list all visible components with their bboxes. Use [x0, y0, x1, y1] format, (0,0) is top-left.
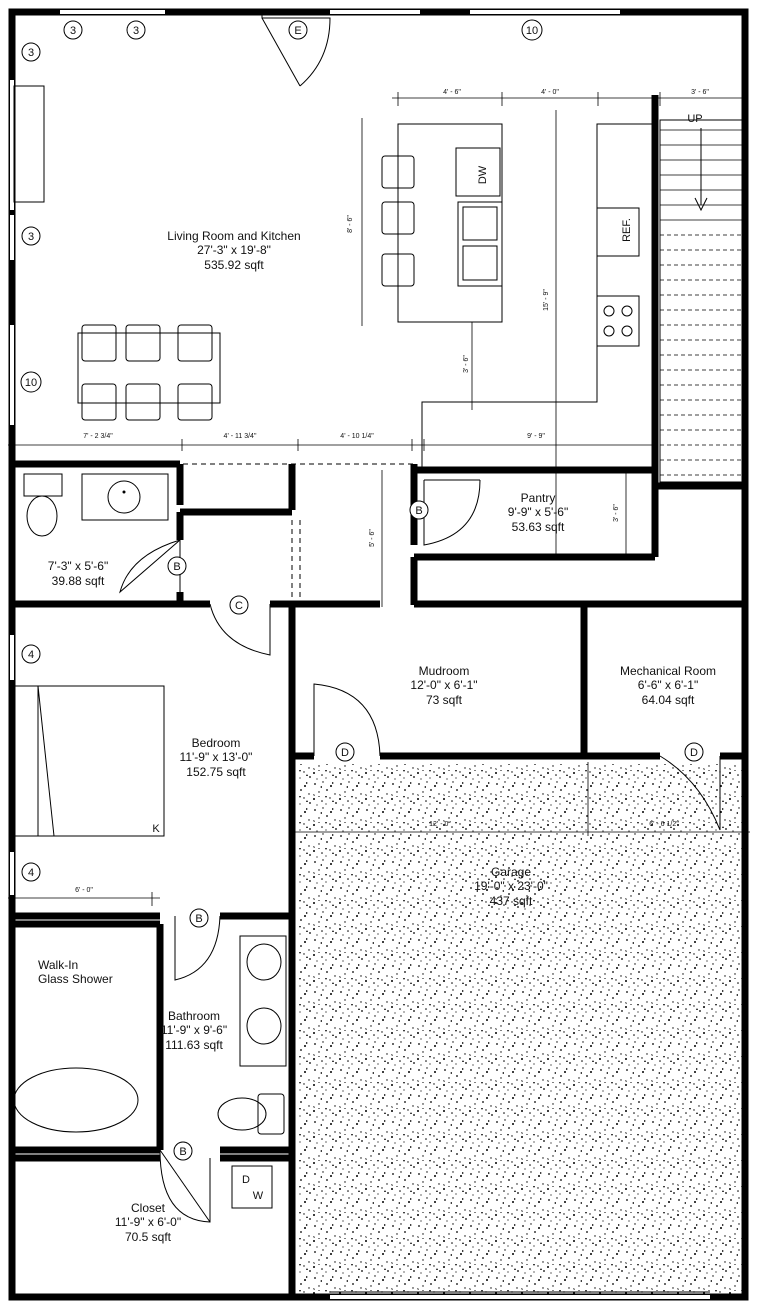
dim-label: 3' - 6"	[463, 355, 470, 373]
tag-marker: 3	[126, 20, 146, 40]
closet-area: 70.5 sqft	[125, 1230, 172, 1244]
living-room-size: 27'-3" x 19'-8"	[197, 243, 271, 257]
room-labels: Living Room and Kitchen 27'-3" x 19'-8" …	[38, 229, 716, 1244]
dim-label: 3' - 6"	[691, 89, 709, 96]
svg-text:C: C	[235, 600, 243, 612]
svg-text:E: E	[294, 25, 301, 37]
svg-text:3: 3	[28, 231, 34, 243]
mechanical-room-area: 64.04 sqft	[642, 693, 695, 707]
tag-marker: 10	[521, 19, 543, 41]
bed: K	[13, 685, 165, 837]
dim-label: 3' - 6"	[613, 504, 620, 522]
shower-label-line1: Walk-In	[38, 958, 78, 972]
tag-marker: D	[335, 742, 355, 762]
garage-name: Garage	[491, 865, 531, 879]
svg-text:D: D	[341, 747, 349, 759]
closet-name: Closet	[131, 1201, 166, 1215]
closet-size: 11'-9" x 6'-0"	[115, 1215, 181, 1229]
svg-text:3: 3	[28, 47, 34, 59]
svg-text:B: B	[195, 913, 202, 925]
svg-text:3: 3	[133, 25, 139, 37]
bathroom-name: Bathroom	[168, 1009, 220, 1023]
dashed-openings	[12, 463, 414, 600]
tag-marker: B	[173, 1141, 193, 1161]
tag-marker: 10	[20, 371, 42, 393]
svg-text:B: B	[415, 505, 422, 517]
tag-marker: D	[684, 742, 704, 762]
tag-marker: B	[189, 908, 209, 928]
half-bath-size: 7'-3" x 5'-6"	[48, 559, 108, 573]
living-room-area: 535.92 sqft	[204, 258, 264, 272]
svg-text:10: 10	[526, 25, 538, 37]
bed-size-label: K	[152, 823, 160, 835]
dim-label: 4' - 10 1/4"	[340, 433, 374, 440]
mechanical-room-name: Mechanical Room	[620, 664, 716, 678]
svg-text:D: D	[690, 747, 698, 759]
mudroom-size: 12'-0" x 6'-1"	[410, 678, 477, 692]
dim-label: 15' - 9"	[543, 289, 550, 311]
svg-text:4: 4	[28, 867, 34, 879]
dimension-lines	[8, 92, 750, 906]
dishwasher-label: DW	[477, 165, 489, 184]
bathroom-fixtures: D W	[13, 935, 287, 1209]
doors	[119, 14, 721, 1223]
tag-marker: C	[229, 595, 249, 615]
shower-label-line2: Glass Shower	[38, 972, 113, 986]
dim-label: 5' - 6"	[369, 529, 376, 547]
pantry-area: 53.63 sqft	[512, 520, 565, 534]
mudroom-area: 73 sqft	[426, 693, 463, 707]
dim-label: 9' - 9"	[527, 433, 545, 440]
dim-label: 4' - 11 3/4"	[224, 433, 257, 440]
dim-label: 4' - 6"	[443, 89, 461, 96]
dim-label: 7' - 2 3/4"	[83, 433, 113, 440]
tag-marker: B	[167, 556, 187, 576]
dim-label: 6' - 6 1/2"	[649, 821, 679, 828]
garage-size: 19'-0" x 23'-0"	[474, 879, 548, 893]
washer-w-label: W	[253, 1190, 264, 1202]
svg-text:10: 10	[25, 377, 37, 389]
stairs-up-label: UP	[687, 113, 702, 125]
window-openings	[10, 10, 620, 895]
svg-text:B: B	[179, 1146, 186, 1158]
bar-stools	[381, 155, 415, 287]
tag-marker: E	[288, 20, 308, 40]
tag-marker: 4	[21, 862, 41, 882]
kitchen-fixtures: DW REF.	[397, 123, 656, 471]
fridge-label: REF.	[621, 218, 633, 242]
pantry-name: Pantry	[521, 491, 556, 505]
dim-label: 6' - 0"	[75, 887, 93, 894]
bedroom-size: 11'-9" x 13'-0"	[180, 750, 253, 764]
bedroom-name: Bedroom	[192, 736, 241, 750]
tag-marker: 3	[63, 20, 83, 40]
bathroom-size: 11'-9" x 9'-6"	[161, 1023, 227, 1037]
mudroom-name: Mudroom	[419, 664, 470, 678]
half-bath-fixtures	[23, 473, 169, 537]
bedroom-area: 152.75 sqft	[186, 765, 246, 779]
svg-text:B: B	[173, 561, 180, 573]
dimension-labels: 4' - 6" 4' - 0" 3' - 6" 8' - 6" 15' - 9"…	[75, 89, 709, 894]
callout-tags: 3 3 E 10 3 3 10 B B C 4 D D 4 B B	[20, 19, 704, 1161]
staircase: UP	[659, 113, 743, 483]
garage-floor	[299, 764, 746, 1294]
washer-d-label: D	[242, 1174, 250, 1186]
tag-marker: 3	[21, 226, 41, 246]
garage-area: 437 sqft	[490, 894, 533, 908]
dim-label: 4' - 0"	[541, 89, 559, 96]
dim-label: 12' - 0"	[429, 821, 451, 828]
bathroom-area: 111.63 sqft	[165, 1038, 223, 1052]
dining-table	[77, 324, 221, 421]
dim-label: 8' - 6"	[347, 215, 354, 233]
tag-marker: 3	[21, 42, 41, 62]
mechanical-room-size: 6'-6" x 6'-1"	[638, 678, 698, 692]
half-bath-area: 39.88 sqft	[52, 574, 105, 588]
svg-text:4: 4	[28, 649, 34, 661]
pantry-size: 9'-9" x 5'-6"	[508, 505, 568, 519]
svg-text:3: 3	[70, 25, 76, 37]
tag-marker: B	[409, 500, 429, 520]
tag-marker: 4	[21, 644, 41, 664]
living-room-name: Living Room and Kitchen	[167, 229, 300, 243]
